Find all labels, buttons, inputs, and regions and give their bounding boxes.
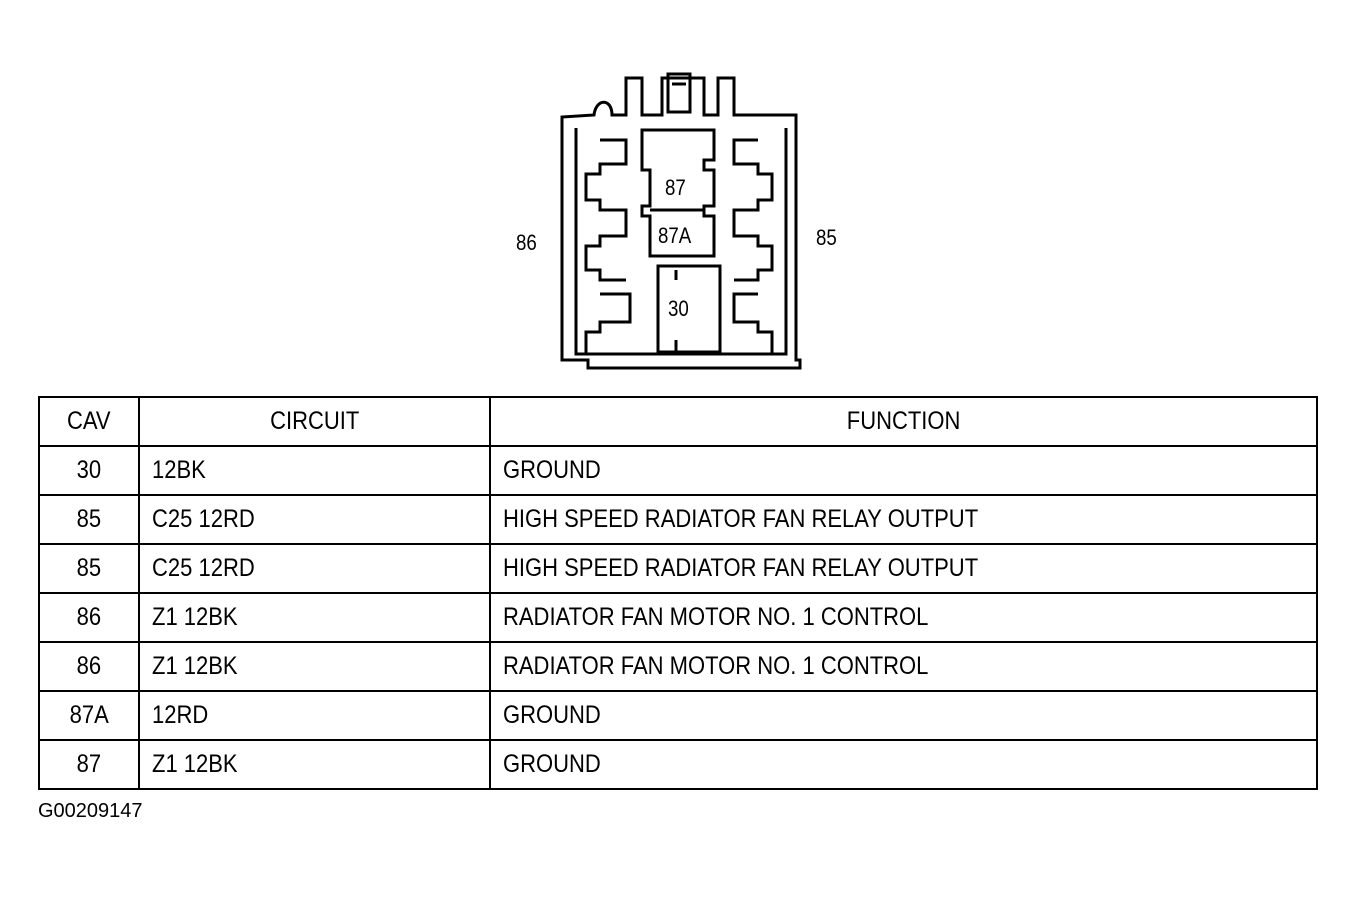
cav-cell: 87 bbox=[38, 739, 140, 790]
relay-connector-diagram: 87 87A 30 bbox=[500, 70, 860, 380]
cav-cell: 86 bbox=[38, 641, 140, 692]
function-cell: GROUND bbox=[489, 445, 1318, 496]
pin-label-87: 87 bbox=[665, 175, 686, 200]
circuit-cell: Z1 12BK bbox=[138, 641, 491, 692]
figure-id: G00209147 bbox=[38, 800, 143, 822]
header-circuit: CIRCUIT bbox=[138, 396, 491, 447]
function-cell: GROUND bbox=[489, 690, 1318, 741]
table-header-row: CAV CIRCUIT FUNCTION bbox=[38, 396, 1318, 447]
cav-cell: 30 bbox=[38, 445, 140, 496]
table-row: 86 Z1 12BK RADIATOR FAN MOTOR NO. 1 CONT… bbox=[38, 592, 1318, 643]
function-cell: RADIATOR FAN MOTOR NO. 1 CONTROL bbox=[489, 641, 1318, 692]
header-cav: CAV bbox=[38, 396, 140, 447]
table-row: 86 Z1 12BK RADIATOR FAN MOTOR NO. 1 CONT… bbox=[38, 641, 1318, 692]
function-cell: HIGH SPEED RADIATOR FAN RELAY OUTPUT bbox=[489, 494, 1318, 545]
function-cell: HIGH SPEED RADIATOR FAN RELAY OUTPUT bbox=[489, 543, 1318, 594]
connector-outline bbox=[560, 72, 802, 370]
side-label-86: 86 bbox=[516, 230, 537, 255]
circuit-cell: 12RD bbox=[138, 690, 491, 741]
circuit-cell: 12BK bbox=[138, 445, 491, 496]
circuit-cell: Z1 12BK bbox=[138, 739, 491, 790]
cav-cell: 87A bbox=[38, 690, 140, 741]
table-row: 87 Z1 12BK GROUND bbox=[38, 739, 1318, 790]
table-row: 87A 12RD GROUND bbox=[38, 690, 1318, 741]
side-label-85: 85 bbox=[816, 225, 837, 250]
cav-cell: 85 bbox=[38, 494, 140, 545]
cav-cell: 86 bbox=[38, 592, 140, 643]
table-row: 85 C25 12RD HIGH SPEED RADIATOR FAN RELA… bbox=[38, 543, 1318, 594]
table-row: 30 12BK GROUND bbox=[38, 445, 1318, 496]
function-cell: RADIATOR FAN MOTOR NO. 1 CONTROL bbox=[489, 592, 1318, 643]
pin-label-87a: 87A bbox=[658, 223, 692, 248]
header-function: FUNCTION bbox=[489, 396, 1318, 447]
table-row: 85 C25 12RD HIGH SPEED RADIATOR FAN RELA… bbox=[38, 494, 1318, 545]
circuit-cell: C25 12RD bbox=[138, 543, 491, 594]
function-cell: GROUND bbox=[489, 739, 1318, 790]
cav-cell: 85 bbox=[38, 543, 140, 594]
circuit-cell: Z1 12BK bbox=[138, 592, 491, 643]
circuit-cell: C25 12RD bbox=[138, 494, 491, 545]
pin-label-30: 30 bbox=[668, 296, 689, 321]
pinout-table: CAV CIRCUIT FUNCTION 30 12BK GROUND 85 C… bbox=[38, 396, 1318, 790]
